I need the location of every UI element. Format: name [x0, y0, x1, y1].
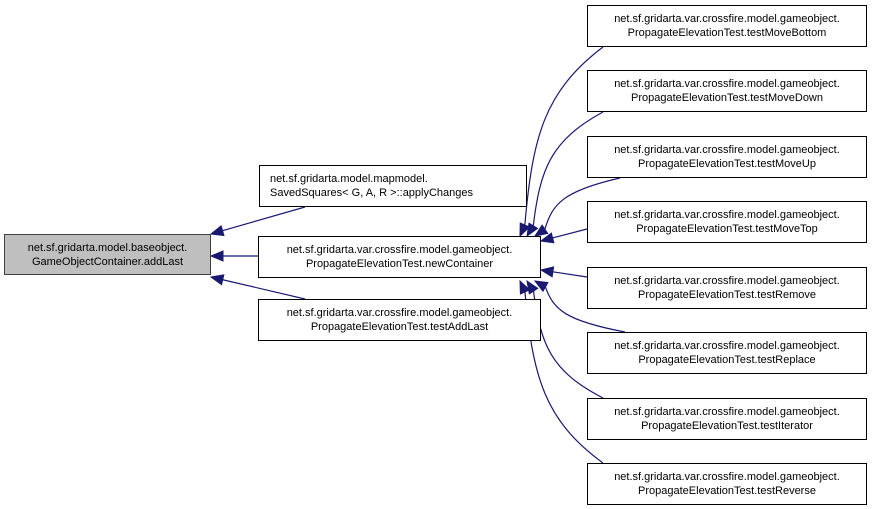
- arrowhead-icon: [526, 279, 539, 295]
- arrowhead-icon: [519, 222, 531, 238]
- node-line-1: net.sf.gridarta.var.crossfire.model.game…: [614, 340, 840, 352]
- node-testMoveTop[interactable]: net.sf.gridarta.var.crossfire.model.game…: [587, 201, 867, 243]
- node-newContainer[interactable]: net.sf.gridarta.var.crossfire.model.game…: [258, 236, 541, 278]
- node-line-1: net.sf.gridarta.var.crossfire.model.game…: [614, 406, 840, 418]
- arrowhead-icon: [539, 266, 555, 278]
- node-line-1: net.sf.gridarta.var.crossfire.model.game…: [614, 13, 840, 25]
- node-testReplace[interactable]: net.sf.gridarta.var.crossfire.model.game…: [587, 332, 867, 374]
- arrowhead-icon: [526, 222, 539, 238]
- edge-testMoveTop-to-newContainer: [552, 228, 588, 239]
- node-line-2: SavedSquares< G, A, R >::applyChanges: [270, 187, 474, 199]
- edge-testMoveUp-to-newContainer: [544, 177, 621, 230]
- node-line-2: PropagateElevationTest.testReplace: [638, 354, 816, 366]
- edge-testReplace-to-newContainer: [544, 286, 626, 333]
- node-line-2: PropagateElevationTest.testAddLast: [310, 321, 489, 333]
- node-line-1: net.sf.gridarta.var.crossfire.model.game…: [614, 275, 840, 287]
- node-line-2: PropagateElevationTest.newContainer: [305, 258, 494, 270]
- arrowhead-icon: [539, 232, 555, 244]
- node-line-1: net.sf.gridarta.var.crossfire.model.game…: [614, 78, 840, 90]
- arrowhead-icon: [533, 280, 549, 293]
- node-line-2: PropagateElevationTest.testMoveBottom: [627, 27, 827, 39]
- edge-testMoveBottom-to-newContainer: [524, 46, 604, 226]
- node-applyChanges[interactable]: net.sf.gridarta.model.mapmodel. SavedSqu…: [259, 165, 527, 207]
- node-line-2: GameObjectContainer.addLast: [31, 255, 184, 268]
- node-line-2: PropagateElevationTest.testMoveUp: [638, 158, 816, 170]
- edge-testMoveDown-to-newContainer: [532, 111, 604, 226]
- arrowhead-icon: [209, 225, 225, 237]
- node-line-1: net.sf.gridarta.var.crossfire.model.game…: [286, 244, 513, 256]
- arrowhead-icon: [209, 274, 225, 286]
- node-line-1: net.sf.gridarta.var.crossfire.model.game…: [286, 307, 513, 319]
- node-root-addLast[interactable]: net.sf.gridarta.model.baseobject. GameOb…: [4, 234, 211, 275]
- node-line-1: net.sf.gridarta.var.crossfire.model.game…: [614, 209, 840, 221]
- arrowhead-icon: [209, 250, 224, 262]
- node-line-1: net.sf.gridarta.var.crossfire.model.game…: [614, 144, 840, 156]
- node-testRemove[interactable]: net.sf.gridarta.var.crossfire.model.game…: [587, 267, 867, 309]
- node-testMoveDown[interactable]: net.sf.gridarta.var.crossfire.model.game…: [587, 70, 867, 112]
- edge-testAddLast-to-root: [222, 279, 306, 300]
- node-line-1: net.sf.gridarta.var.crossfire.model.game…: [614, 471, 840, 483]
- node-line-2: PropagateElevationTest.testRemove: [638, 289, 816, 301]
- node-line-2: PropagateElevationTest.testReverse: [638, 485, 816, 497]
- node-testReverse[interactable]: net.sf.gridarta.var.crossfire.model.game…: [587, 463, 867, 505]
- node-testMoveUp[interactable]: net.sf.gridarta.var.crossfire.model.game…: [587, 136, 867, 178]
- edge-applyChanges-to-root: [222, 206, 306, 232]
- node-testIterator[interactable]: net.sf.gridarta.var.crossfire.model.game…: [587, 398, 867, 440]
- node-line-2: PropagateElevationTest.testMoveDown: [631, 92, 823, 104]
- node-line-2: PropagateElevationTest.testIterator: [641, 420, 813, 432]
- node-line-1: net.sf.gridarta.model.mapmodel.: [270, 173, 428, 185]
- node-testAddLast[interactable]: net.sf.gridarta.var.crossfire.model.game…: [258, 299, 541, 341]
- arrowhead-icon: [533, 224, 549, 237]
- node-line-2: PropagateElevationTest.testMoveTop: [636, 223, 818, 235]
- edge-testRemove-to-newContainer: [552, 271, 588, 278]
- node-testMoveBottom[interactable]: net.sf.gridarta.var.crossfire.model.game…: [587, 5, 867, 47]
- arrowhead-icon: [519, 279, 531, 295]
- node-line-1: net.sf.gridarta.model.baseobject.: [27, 241, 188, 254]
